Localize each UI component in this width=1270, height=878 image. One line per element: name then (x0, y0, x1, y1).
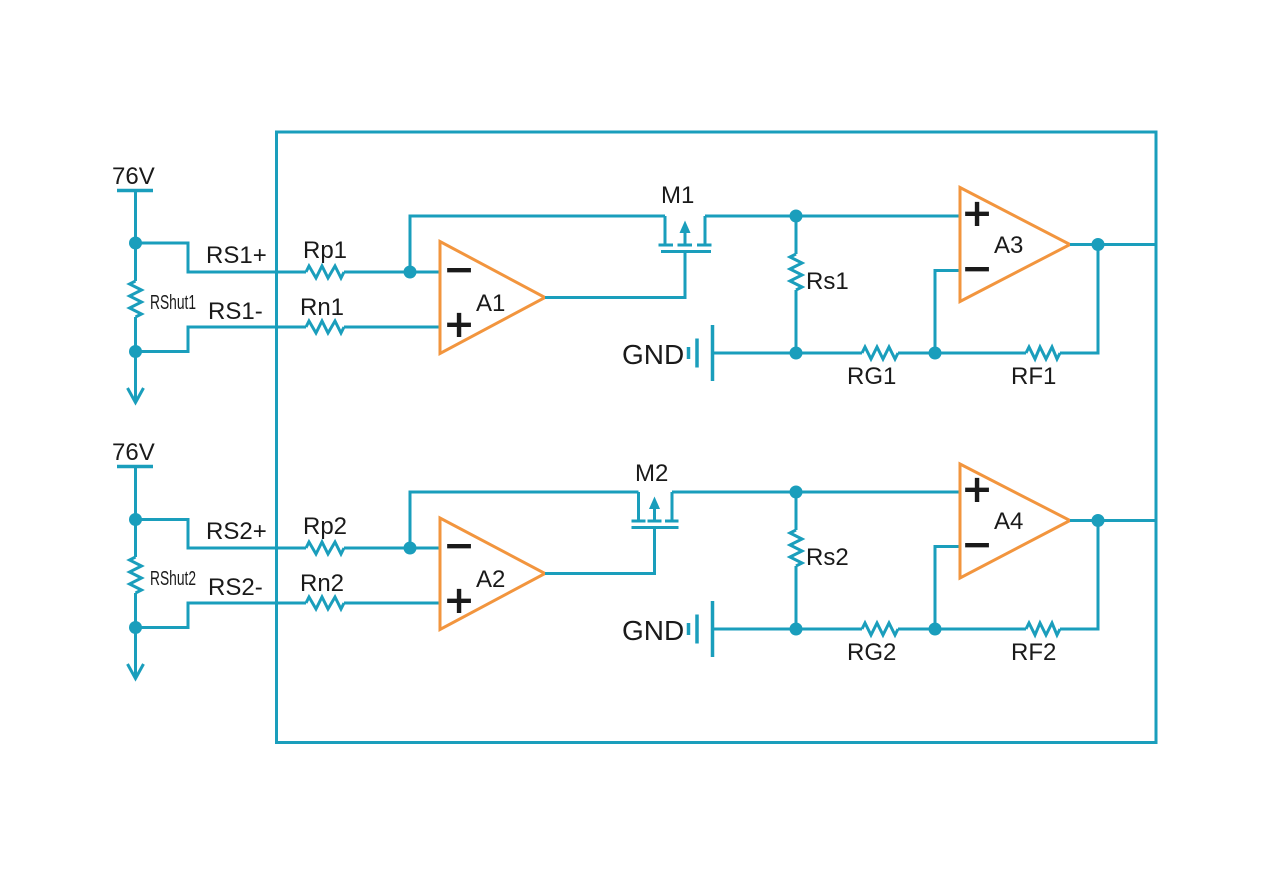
resistor-rf2-leads (935, 520, 1100, 631)
inverting-input-mark: − (961, 246, 993, 290)
sense-negative-wire (135, 325, 440, 353)
resistor-rshut2-label: RShut2 (150, 568, 196, 590)
resistor-rn2 (304, 593, 346, 613)
resistor-rn2-label: Rn2 (300, 570, 344, 597)
resistor-rg1-label: RG1 (847, 363, 896, 390)
sense-positive-label: RS2+ (206, 518, 267, 545)
ground-bars-icon (686, 325, 715, 381)
feedback-wire (408, 214, 665, 272)
resistor-rn1-label: Rn1 (300, 294, 344, 321)
current-arrow-icon (126, 663, 145, 682)
supply-voltage-label: 76V (112, 439, 155, 466)
sense-negative-wire (135, 601, 440, 629)
mosfet-m2: M2 (545, 460, 679, 575)
feedback-wire (408, 490, 639, 548)
resistor-rf1-leads (935, 244, 1100, 355)
ground-label: GND (622, 615, 684, 646)
resistor-rg1 (860, 343, 900, 363)
opamp-a4: A4 + − (958, 461, 1074, 581)
inverting-input-mark: − (961, 522, 993, 566)
resistor-rs1 (786, 252, 806, 292)
mosfet-m2-label: M2 (635, 460, 668, 487)
resistor-rn1 (304, 317, 346, 337)
sense-positive-label: RS1+ (206, 242, 267, 269)
mosfet-body-arrow-icon (649, 496, 660, 509)
sense-negative-label: RS1- (208, 298, 263, 325)
resistor-rshut1-label: RShut1 (150, 292, 196, 314)
sense-positive-wire (135, 518, 440, 550)
resistor-rf2 (1024, 619, 1062, 639)
ground-symbol-2: GND (622, 601, 796, 657)
opamp-a1: A1 − + (438, 239, 549, 356)
opamp-a4-label: A4 (994, 508, 1023, 535)
resistor-rf1 (1024, 343, 1062, 363)
noninverting-input-mark: + (961, 191, 993, 235)
mosfet-m1: M1 (545, 182, 712, 299)
inverting-input-wire (933, 269, 960, 353)
ground-symbol-1: GND (622, 325, 796, 381)
inverting-input-mark: − (443, 523, 475, 567)
mosfet-gate-wire (545, 528, 656, 575)
resistor-rg2 (860, 619, 900, 639)
resistor-rshut1 (126, 279, 145, 319)
opamp-triangle (958, 461, 1074, 581)
channel-1: 76V RShut1 RS1+ Rp1 RS1- Rn1 A1 − + M1 (112, 163, 1156, 406)
opamp-triangle (438, 515, 549, 632)
mosfet-gate-wire (545, 252, 687, 299)
mosfet-m1-label: M1 (661, 182, 694, 209)
noninverting-input-mark: + (961, 467, 993, 511)
inverting-input-wire (933, 545, 960, 629)
ground-label: GND (622, 339, 684, 370)
opamp-a3-label: A3 (994, 232, 1023, 259)
inverting-input-mark: − (443, 247, 475, 291)
ic-boundary-box (275, 130, 1158, 744)
opamp-triangle (438, 239, 549, 356)
resistor-rp2 (304, 538, 346, 558)
resistor-rf1-label: RF1 (1011, 363, 1056, 390)
resistor-rs2 (786, 528, 806, 568)
resistor-rp2-label: Rp2 (303, 513, 347, 540)
ground-bars-icon (686, 601, 715, 657)
mosfet-terminal-stubs (663, 216, 707, 244)
opamp-a1-label: A1 (476, 290, 505, 317)
junction-dot (1091, 238, 1105, 251)
sense-negative-label: RS2- (208, 574, 263, 601)
current-arrow-icon (126, 387, 145, 406)
sense-positive-wire (135, 241, 440, 274)
channel-2: 76V RShut2 RS2+ Rp2 RS2- Rn2 A2 − + M2 (112, 439, 1156, 682)
resistor-rp1-label: Rp1 (303, 237, 347, 264)
resistor-rg2-label: RG2 (847, 639, 896, 666)
mosfet-body-arrow-icon (679, 220, 691, 233)
opamp-triangle (958, 185, 1074, 304)
noninverting-input-mark: + (443, 578, 475, 622)
resistor-rp1 (304, 262, 346, 282)
supply-voltage-label: 76V (112, 163, 155, 190)
noninverting-input-mark: + (443, 302, 475, 346)
resistor-rshut2 (126, 555, 145, 595)
opamp-a3: A3 + − (958, 185, 1074, 304)
resistor-rs1-label: Rs1 (806, 268, 849, 295)
resistor-rf2-label: RF2 (1011, 639, 1056, 666)
resistor-rs2-label: Rs2 (806, 544, 849, 571)
mosfet-terminal-stubs (637, 492, 674, 520)
opamp-a2-label: A2 (476, 566, 505, 593)
junction-dot (1091, 514, 1105, 527)
opamp-a2: A2 − + (438, 515, 549, 632)
